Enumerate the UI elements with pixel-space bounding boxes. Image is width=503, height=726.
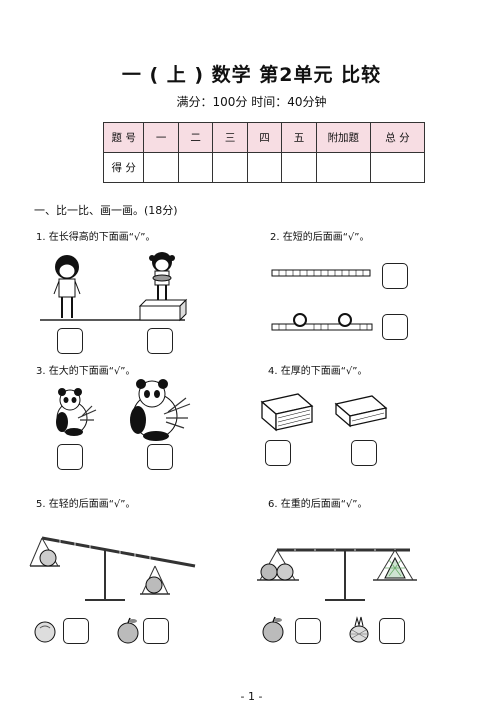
question-6-label: 6. 在重的后面画“√”。 [268, 499, 368, 510]
boy-figure [53, 255, 81, 318]
page-title: 一 ( 上 ) 数学 第2单元 比较 [121, 64, 382, 86]
answer-box[interactable] [382, 314, 408, 340]
question-4-label: 4. 在厚的下面画“√”。 [268, 366, 368, 377]
apple-fruit-icon [262, 616, 284, 643]
score-cell[interactable] [143, 152, 179, 183]
answer-box[interactable] [382, 263, 408, 289]
answer-box[interactable] [147, 328, 173, 354]
score-header-cell: 一 [143, 122, 179, 153]
balance-scale-light-heavy [29, 536, 196, 601]
section-title: 一、比一比、画一画。(18分) [34, 204, 178, 217]
answer-box[interactable] [295, 618, 321, 644]
panda-size-illustration [56, 379, 191, 441]
answer-box[interactable] [63, 618, 89, 644]
answer-box[interactable] [143, 618, 169, 644]
question-5-label: 5. 在轻的后面画“√”。 [36, 499, 136, 510]
score-header-cell: 五 [281, 122, 317, 153]
score-cell[interactable] [315, 152, 371, 183]
balance-scale-weight [257, 548, 417, 601]
score-table-header-row: 题 号 一 二 三 四 五 附加题 总 分 [102, 122, 426, 153]
question-2-label: 2. 在短的后面画“√”。 [270, 232, 370, 243]
book-thickness-illustration [260, 393, 388, 432]
score-cell[interactable] [281, 152, 317, 183]
score-header-cell: 总 分 [369, 122, 426, 153]
score-header-cell: 四 [246, 122, 283, 153]
girl-figure [149, 252, 175, 300]
thin-book [334, 395, 388, 428]
score-header-cell: 三 [212, 122, 248, 153]
orange-fruit-icon [34, 621, 56, 643]
big-panda [130, 379, 191, 441]
score-table: 题 号 一 二 三 四 五 附加题 总 分 得 分 [102, 122, 426, 183]
page-number: - 1 - [240, 690, 263, 703]
apple-fruit-icon [117, 617, 139, 644]
answer-box[interactable] [147, 444, 173, 470]
thick-book [260, 393, 314, 432]
score-cell[interactable] [212, 152, 248, 183]
answer-box[interactable] [57, 444, 83, 470]
answer-box[interactable] [57, 328, 83, 354]
pineapple-fruit-icon [349, 616, 369, 643]
answer-box[interactable] [379, 618, 405, 644]
score-header-cell: 二 [177, 122, 214, 153]
score-cell[interactable] [246, 152, 283, 183]
score-table-score-row: 得 分 [102, 152, 426, 183]
small-panda [56, 388, 97, 436]
score-row-label: 得 分 [102, 152, 145, 183]
score-header-cell: 附加题 [315, 122, 371, 153]
strip-length-illustration [271, 269, 373, 331]
score-cell[interactable] [177, 152, 214, 183]
answer-box[interactable] [265, 440, 291, 466]
question-3-label: 3. 在大的下面画“√”。 [36, 366, 136, 377]
answer-box[interactable] [351, 440, 377, 466]
children-height-illustration [40, 252, 188, 322]
question-1-label: 1. 在长得高的下面画“√”。 [36, 232, 156, 243]
score-header-cell: 题 号 [102, 122, 145, 153]
score-cell[interactable] [369, 152, 426, 183]
page-subtitle: 满分：100分 时间：40分钟 [176, 95, 327, 109]
